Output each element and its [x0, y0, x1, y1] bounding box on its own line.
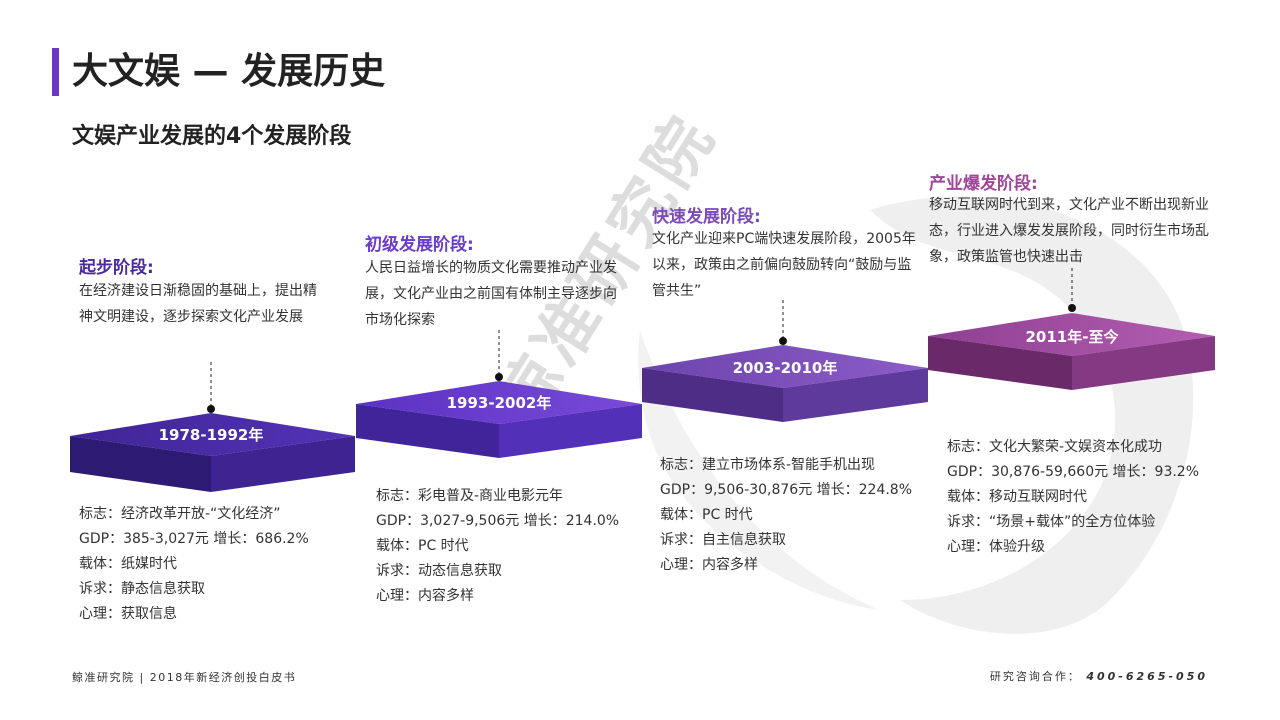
stage-1-marker: 标志：经济改革开放-“文化经济”: [79, 506, 281, 522]
stage-platform-2: 1993-2002年: [356, 381, 642, 458]
title-accent-bar: [52, 48, 59, 96]
stage-1-demand: 诉求：静态信息获取: [79, 581, 205, 597]
connector-1: [207, 362, 215, 413]
stage-2-carrier: 载体：PC 时代: [376, 538, 469, 554]
page-title: 大文娱 — 发展历史: [72, 51, 386, 92]
stage-2-marker: 标志：彩电普及-商业电影元年: [376, 488, 564, 504]
stage-description-1: 在经济建设日渐稳固的基础上，提出精神文明建设，逐步探索文化产业发展: [79, 283, 317, 325]
footer-source: 鲸准研究院 | 2018年新经济创投白皮书: [72, 671, 297, 684]
stage-4-psychology: 心理：体验升级: [947, 539, 1045, 555]
stage-1-psychology: 心理：获取信息: [79, 606, 177, 622]
stage-4-gdp: GDP：30,876-59,660元 增长：93.2%: [947, 464, 1200, 480]
stage-description-3: 文化产业迎来PC端快速发展阶段，2005年以来，政策由之前偏向鼓励转向“鼓励与监…: [652, 231, 916, 299]
stage-period-1: 1978-1992年: [159, 426, 264, 444]
stage-2-gdp: GDP：3,027-9,506元 增长：214.0%: [376, 513, 620, 529]
stage-period-4: 2011年-至今: [1026, 328, 1119, 346]
stage-period-3: 2003-2010年: [733, 359, 838, 377]
stage-3-psychology: 心理：内容多样: [660, 557, 758, 573]
stage-meta-2: 标志：彩电普及-商业电影元年 GDP：3,027-9,506元 增长：214.0…: [376, 484, 619, 609]
stage-heading-4: 产业爆发阶段:: [929, 174, 1038, 194]
stage-3-gdp: GDP：9,506-30,876元 增长：224.8%: [660, 482, 913, 498]
stage-platform-3: 2003-2010年: [642, 345, 928, 422]
stage-1-gdp: GDP：385-3,027元 增长：686.2%: [79, 531, 309, 547]
stage-3-demand: 诉求：自主信息获取: [660, 532, 786, 548]
footer-contact-label: 研究咨询合作：: [989, 670, 1081, 683]
stage-4-marker: 标志：文化大繁荣-文娱资本化成功: [947, 439, 1163, 455]
stage-heading-1: 起步阶段:: [79, 258, 154, 278]
connector-3: [779, 300, 787, 345]
stage-platform-4: 2011年-至今: [928, 313, 1215, 390]
stage-heading-3: 快速发展阶段:: [652, 207, 761, 227]
stage-meta-1: 标志：经济改革开放-“文化经济” GDP：385-3,027元 增长：686.2…: [79, 502, 309, 627]
stage-description-4: 移动互联网时代到来，文化产业不断出现新业态，行业进入爆发发展阶段，同时衍生市场乱…: [929, 197, 1209, 265]
stage-4-demand: 诉求：“场景+载体”的全方位体验: [947, 514, 1156, 530]
stage-3-carrier: 载体：PC 时代: [660, 507, 753, 523]
stage-4-carrier: 载体：移动互联网时代: [947, 489, 1087, 505]
stage-platform-1: 1978-1992年: [70, 413, 355, 492]
stage-1-carrier: 载体：纸媒时代: [79, 556, 177, 572]
page-subtitle: 文娱产业发展的4个发展阶段: [72, 124, 352, 149]
stage-meta-3: 标志：建立市场体系-智能手机出现 GDP：9,506-30,876元 增长：22…: [660, 453, 912, 578]
stage-3-marker: 标志：建立市场体系-智能手机出现: [660, 457, 876, 473]
stage-period-2: 1993-2002年: [447, 394, 552, 412]
stage-meta-4: 标志：文化大繁荣-文娱资本化成功 GDP：30,876-59,660元 增长：9…: [947, 435, 1199, 560]
footer-contact-phone: 400-6265-050: [1086, 670, 1208, 683]
stage-2-psychology: 心理：内容多样: [376, 588, 474, 604]
connector-2: [495, 330, 503, 381]
stage-description-2: 人民日益增长的物质文化需要推动产业发展，文化产业由之前国有体制主导逐步向市场化探…: [365, 260, 617, 328]
connector-4: [1068, 268, 1076, 312]
stage-heading-2: 初级发展阶段:: [365, 235, 474, 255]
stage-2-demand: 诉求：动态信息获取: [376, 563, 502, 579]
footer-contact: 研究咨询合作： 400-6265-050: [990, 668, 1208, 684]
